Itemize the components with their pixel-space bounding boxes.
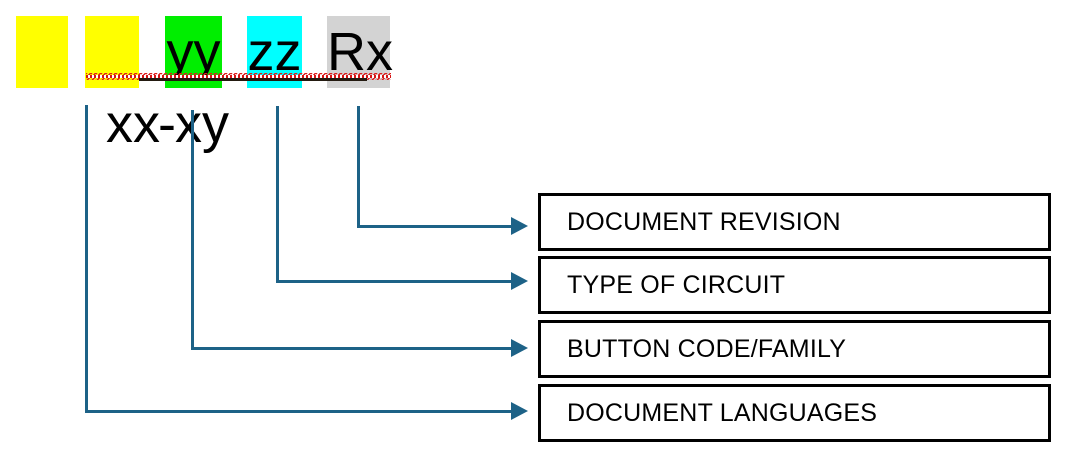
label-text: TYPE OF CIRCUIT bbox=[567, 270, 786, 299]
label-text: DOCUMENT REVISION bbox=[567, 207, 841, 236]
code-hyphen-text: - bbox=[158, 94, 177, 154]
connector-arrowhead bbox=[511, 339, 528, 357]
connector-horizontal bbox=[357, 225, 513, 228]
connector-vertical bbox=[85, 105, 88, 413]
connector-horizontal bbox=[276, 280, 513, 283]
code-string: xx - xy yy zz Rx bbox=[0, 0, 470, 154]
label-box-document-languages[interactable]: DOCUMENT LANGUAGES bbox=[538, 384, 1051, 442]
connector-arrowhead bbox=[511, 217, 528, 235]
label-box-type-of-circuit[interactable]: TYPE OF CIRCUIT bbox=[538, 256, 1051, 314]
code-segment-xx: xx bbox=[16, 16, 160, 154]
label-box-button-code-family[interactable]: BUTTON CODE/FAMILY bbox=[538, 320, 1051, 378]
code-segment-xx-text: xx bbox=[106, 94, 160, 154]
connector-horizontal bbox=[85, 410, 513, 413]
label-box-document-revision[interactable]: DOCUMENT REVISION bbox=[538, 193, 1051, 251]
label-text: DOCUMENT LANGUAGES bbox=[567, 398, 878, 427]
connector-arrowhead bbox=[511, 272, 528, 290]
connector-vertical bbox=[276, 106, 279, 283]
connector-vertical bbox=[357, 106, 360, 228]
connector-horizontal bbox=[191, 347, 513, 350]
spellcheck-squiggle bbox=[86, 73, 391, 80]
connector-vertical bbox=[191, 110, 194, 350]
label-text: BUTTON CODE/FAMILY bbox=[567, 334, 847, 363]
connector-arrowhead bbox=[511, 402, 528, 420]
code-hyphen: - bbox=[68, 16, 176, 154]
code-segment-xy-text: xy bbox=[175, 94, 230, 154]
text-baseline-rule bbox=[139, 78, 367, 81]
